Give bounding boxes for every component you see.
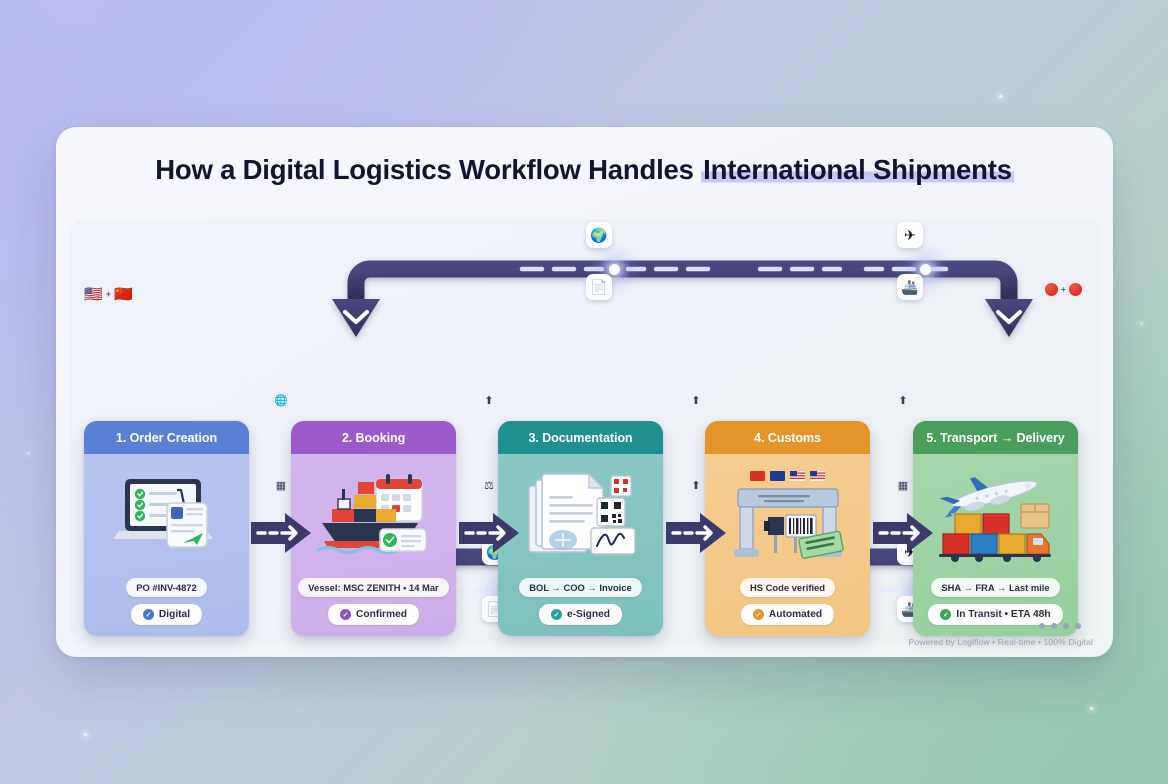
laptop-order-icon [84, 454, 249, 578]
infographic-window: How a Digital Logistics Workflow Handles… [56, 127, 1113, 657]
page-title-main: How a Digital Logistics Workflow Handles [155, 154, 702, 185]
stage-status: Automated [768, 609, 823, 620]
stage-detail: SHA → FRA → Last mile [941, 582, 1050, 593]
stage-detail-pill: Vessel: MSC ZENITH • 14 Mar [298, 578, 449, 597]
globe-glyph: 🌍 [590, 227, 608, 243]
page-title-highlight: International Shipments [701, 154, 1014, 185]
scan-icon-gap2-bottom: ⚖ [484, 479, 494, 492]
path-pulse-dot-top-right [920, 264, 931, 275]
stage-card-body: BOL → COO → Invoice ✓ e-Signed [498, 454, 663, 636]
container-ship-icon [291, 454, 456, 578]
barcode-icon-gap4-bottom: ▦ [897, 479, 909, 492]
stage-card-body: HS Code verified ✓ Automated [705, 454, 870, 636]
stage-status: e-Signed [566, 609, 611, 620]
destination-markers: + [1045, 283, 1082, 296]
stage-card-transport-delivery[interactable]: 5. Transport → Delivery [913, 421, 1078, 636]
stage-status: Confirmed [356, 609, 407, 620]
flow-arrow-3-4 [666, 513, 726, 553]
check-circle-icon: ✓ [940, 609, 952, 620]
stage-title: 3. Documentation [528, 430, 633, 445]
pagination-dot[interactable] [1063, 623, 1069, 629]
customs-scanner-icon [705, 454, 870, 578]
stage-card-header: 1. Order Creation [84, 421, 249, 454]
flag-pair-top: 🇺🇸 + 🇨🇳 [84, 287, 133, 302]
pagination-dot[interactable] [1039, 623, 1045, 629]
marker-dot-b [1068, 283, 1082, 296]
stage-detail-pill: BOL → COO → Invoice [519, 578, 642, 597]
stage-card-header: 2. Booking [291, 421, 456, 454]
plane-truck-containers-icon [913, 454, 1078, 578]
pagination-dot[interactable] [1051, 623, 1057, 629]
stage-card-customs[interactable]: 4. Customs [705, 421, 870, 636]
stage-card-body: Vessel: MSC ZENITH • 14 Mar ✓ Confirmed [291, 454, 456, 636]
check-circle-icon: ✓ [550, 609, 562, 620]
check-circle-icon: ✓ [752, 609, 764, 620]
flow-arrow-2-3 [459, 513, 519, 553]
ship-glyph: 🚢 [901, 279, 919, 295]
stage-card-documentation[interactable]: 3. Documentation [498, 421, 663, 636]
stage-card-booking[interactable]: 2. Booking [291, 421, 456, 636]
ship-icon: 🚢 [897, 274, 923, 300]
stage-card-header: 4. Customs [705, 421, 870, 454]
document-glyph: 📄 [590, 279, 608, 295]
airplane-icon: ✈ [897, 222, 923, 248]
document-lines-icon: 📄 [586, 274, 612, 300]
stage-status-badge[interactable]: ✓ e-Signed [538, 604, 623, 625]
upload-icon-gap3-bottom: ⬆ [691, 479, 701, 492]
flag-separator: + [105, 289, 111, 299]
upload-icon-gap3-top: ⬆ [691, 394, 701, 407]
stage-status-badge[interactable]: ✓ Confirmed [328, 604, 419, 625]
stage-title: 1. Order Creation [115, 430, 218, 445]
us-flag-icon: 🇺🇸 [84, 286, 103, 303]
stage-status-badge[interactable]: ✓ In Transit • ETA 48h [928, 604, 1063, 625]
stage-detail: PO #INV-4872 [136, 582, 197, 593]
stage-detail-pill: PO #INV-4872 [126, 578, 207, 597]
globe-icon-gap1-top: 🌐 [274, 394, 288, 407]
pagination-dot[interactable] [1075, 623, 1081, 629]
stage-detail-pill: SHA → FRA → Last mile [931, 578, 1060, 597]
flow-arrow-4-5 [873, 513, 933, 553]
page-title: How a Digital Logistics Workflow Handles… [56, 154, 1113, 186]
marker-dot-a [1045, 283, 1058, 296]
stage-title: 5. Transport → Delivery [926, 430, 1065, 445]
path-pulse-dot-top-left [609, 264, 620, 275]
stage-detail-pill: HS Code verified [739, 578, 836, 597]
airplane-glyph: ✈ [904, 227, 916, 243]
marker-separator: + [1061, 285, 1066, 294]
barcode-icon-gap1-bottom: ▦ [275, 479, 287, 492]
stage-detail: Vessel: MSC ZENITH • 14 Mar [308, 582, 439, 593]
stage-card-body: SHA → FRA → Last mile ✓ In Transit • ETA… [913, 454, 1078, 636]
upload-icon-gap2-top: ⬆ [484, 394, 494, 407]
stage-title: 2. Booking [341, 430, 406, 445]
stage-detail: HS Code verified [749, 582, 826, 593]
check-circle-icon: ✓ [340, 609, 352, 620]
footer-caption: Powered by Logiflow • Real-time • 100% D… [908, 637, 1093, 647]
flow-arrow-1-2 [251, 513, 311, 553]
globe-icon: 🌍 [586, 222, 612, 248]
stage-status: Digital [158, 609, 191, 620]
workflow-canvas: 🌍 📄 ✈ 🚢 🌍 📄 ✈ 🚢 🇺🇸 + 🇨🇳 [70, 219, 1099, 643]
stage-status: In Transit • ETA 48h [956, 609, 1051, 620]
stage-card-header: 3. Documentation [498, 421, 663, 454]
stage-card-header: 5. Transport → Delivery [913, 421, 1078, 454]
airplane-glyph-bottom: ✈ [904, 544, 916, 560]
stage-status-badge[interactable]: ✓ Digital [130, 604, 203, 625]
stage-status-badge[interactable]: ✓ Automated [740, 604, 835, 625]
pagination-dots[interactable] [1039, 623, 1081, 629]
documents-signature-icon [498, 454, 663, 578]
cn-flag-icon: 🇨🇳 [113, 286, 133, 303]
stage-card-order-creation[interactable]: 1. Order Creation [84, 421, 249, 636]
check-circle-icon: ✓ [142, 609, 154, 620]
stage-title: 4. Customs [754, 430, 821, 445]
upload-icon-gap4-top: ⬆ [898, 394, 908, 407]
stage-detail: BOL → COO → Invoice [529, 582, 632, 593]
stage-card-body: PO #INV-4872 ✓ Digital [84, 454, 249, 636]
